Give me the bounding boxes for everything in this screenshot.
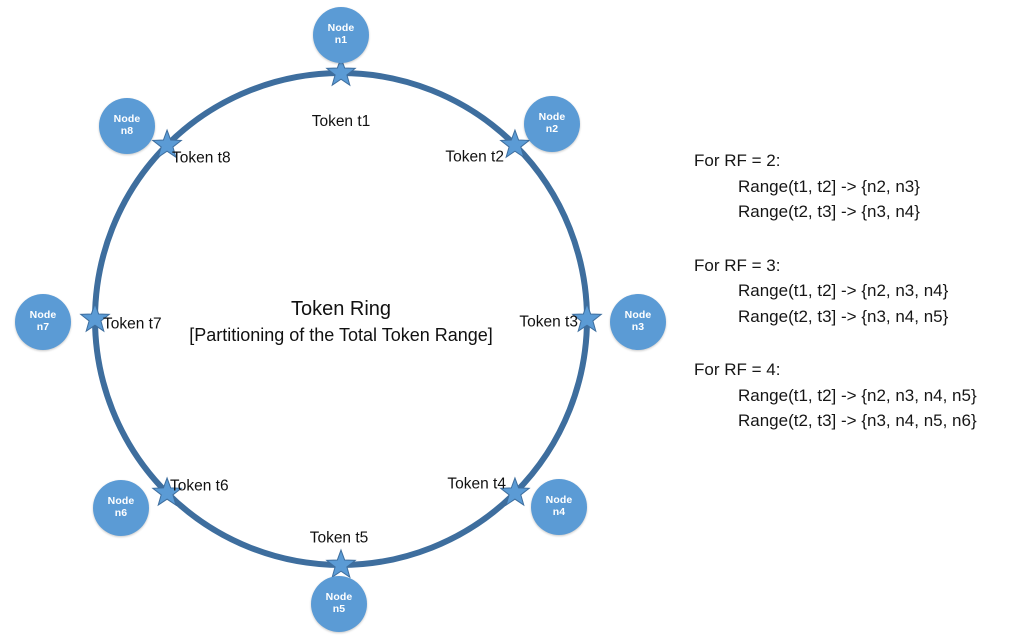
token-star-5[interactable] (325, 548, 357, 579)
node-label-line2: n6 (114, 507, 128, 519)
node-label-line2: n4 (552, 506, 566, 518)
token-label-2: Token t2 (445, 148, 504, 166)
rf-range-line-2: Range(t2, t3] -> {n3, n4} (738, 202, 920, 221)
token-label-6: Token t6 (170, 477, 229, 495)
replication-factor-panel: For RF = 2: Range(t1, t2] -> {n2, n3} Rang… (694, 148, 1024, 434)
node-label-line2: n7 (36, 321, 50, 333)
rf-range-line-2: Range(t2, t3] -> {n3, n4, n5, n6} (738, 411, 977, 430)
node-label-line1: Node (327, 22, 355, 35)
token-label-3: Token t3 (519, 313, 578, 331)
token-label-5: Token t5 (309, 529, 369, 547)
rf-block-2: For RF = 3: Range(t1, t2] -> {n2, n3, n4}… (694, 253, 1024, 330)
token-star-1[interactable] (325, 56, 357, 87)
token-star-2[interactable] (499, 128, 531, 159)
token-label-4: Token t4 (447, 475, 506, 493)
node-label-line2: n1 (334, 34, 348, 46)
ring-caption-subtitle: [Partitioning of the Total Token Range] (189, 325, 493, 345)
node-label-line1: Node (107, 495, 135, 508)
token-label-8: Token t8 (172, 149, 231, 167)
rf-range-line-1: Range(t1, t2] -> {n2, n3, n4} (738, 281, 949, 300)
rf-block-3: For RF = 4: Range(t1, t2] -> {n2, n3, n4,… (694, 357, 1024, 434)
token-ring-graphic (79, 56, 603, 579)
rf-range-line-1: Range(t1, t2] -> {n2, n3, n4, n5} (738, 385, 977, 405)
rf-range-line-2: Range(t2, t3] -> {n3, n4, n5} (738, 306, 949, 326)
node-label-line1: Node (538, 111, 566, 124)
token-star-3[interactable] (571, 302, 603, 333)
node-label-line2: n3 (631, 321, 645, 333)
token-star-8[interactable] (151, 128, 183, 159)
node-label-line2: n8 (120, 125, 134, 137)
ring-caption: Token Ring [Partitioning of the Total To… (189, 296, 493, 347)
token-star-4[interactable] (499, 476, 531, 507)
node-label-line1: Node (325, 591, 353, 604)
node-label-line1: Node (545, 494, 573, 507)
node-label-line1: Node (113, 113, 141, 126)
node-label-line1: Node (29, 309, 57, 322)
rf-range-line-1: Range(t1, t2] -> {n2, n3} (738, 176, 920, 196)
token-star-7[interactable] (79, 302, 111, 333)
token-star-6[interactable] (151, 476, 183, 507)
token-label-7: Token t7 (103, 315, 162, 333)
rf-block-1: For RF = 2: Range(t1, t2] -> {n2, n3} Rang… (694, 148, 1024, 225)
node-label-line2: n2 (545, 123, 559, 135)
token-label-1: Token t1 (311, 113, 371, 130)
rf-heading: For RF = 3: (694, 255, 781, 275)
node-label-line1: Node (624, 309, 652, 322)
token-star-layer (79, 56, 603, 579)
rf-heading: For RF = 4: (694, 360, 781, 379)
ring-caption-title: Token Ring (290, 298, 392, 320)
rf-heading: For RF = 2: (694, 151, 781, 170)
node-label-line2: n5 (332, 603, 346, 615)
